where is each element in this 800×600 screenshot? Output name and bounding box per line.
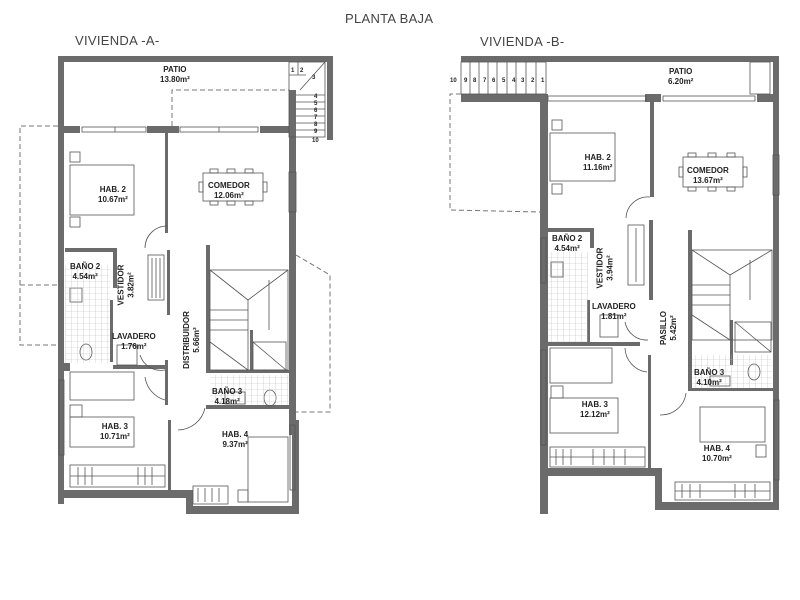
stair-step: 1 — [541, 78, 545, 84]
stair-step: 3 — [521, 78, 525, 84]
stair-step: 7 — [314, 115, 318, 121]
stair-step: 10 — [312, 138, 319, 144]
unit-b-plan — [461, 56, 779, 514]
stair-step: 2 — [531, 78, 535, 84]
unit-a-plan — [58, 56, 333, 514]
page-title: PLANTA BAJA — [345, 11, 434, 26]
stair-step: 6 — [492, 78, 496, 84]
stair-step: 8 — [314, 122, 318, 128]
stair-step: 5 — [314, 101, 318, 107]
stair-step: 4 — [512, 78, 516, 84]
unit-b-title: VIVIENDA -B- — [480, 34, 565, 49]
stair-step: 7 — [483, 78, 487, 84]
stair-step: 1 — [291, 68, 295, 74]
stair-step: 5 — [502, 78, 506, 84]
stair-step: 8 — [473, 78, 477, 84]
stair-step: 4 — [314, 94, 318, 100]
stair-step: 6 — [314, 108, 318, 114]
unit-a-title: VIVIENDA -A- — [75, 33, 160, 48]
stair-step: 3 — [312, 75, 316, 81]
stair-step: 9 — [464, 78, 468, 84]
stair-step: 2 — [300, 68, 304, 74]
stair-step: 10 — [450, 78, 457, 84]
stair-step: 9 — [314, 129, 318, 135]
